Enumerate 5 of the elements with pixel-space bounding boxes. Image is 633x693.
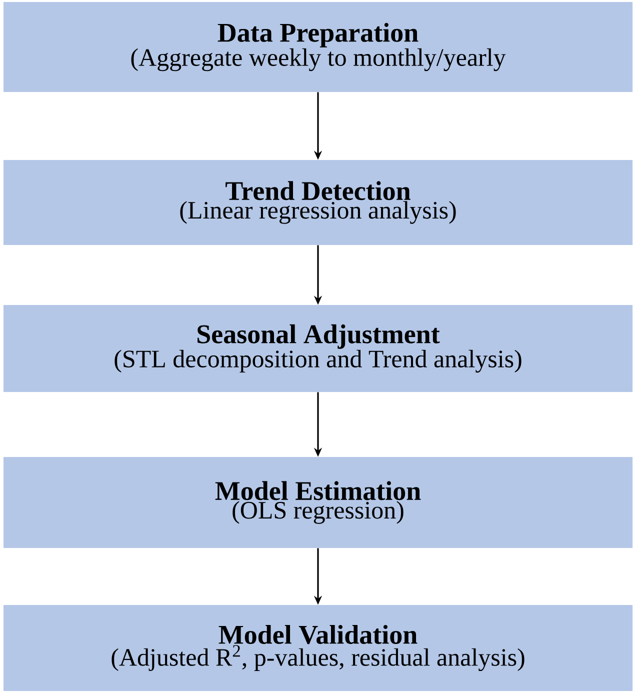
process-box: Seasonal Adjustment (STL decomposition and Trend analysis) [4, 305, 632, 392]
process-box: Model Validation (Adjusted R$^{2}$, p-values, residual analysis) [4, 605, 632, 691]
process-box: Model Estimation (OLS regression) [4, 457, 632, 548]
process-box: Trend Detection (Linear regression analysis) [4, 160, 632, 245]
process-box: Data Preparation (Aggregate weekly to monthly/yearly [4, 2, 632, 92]
